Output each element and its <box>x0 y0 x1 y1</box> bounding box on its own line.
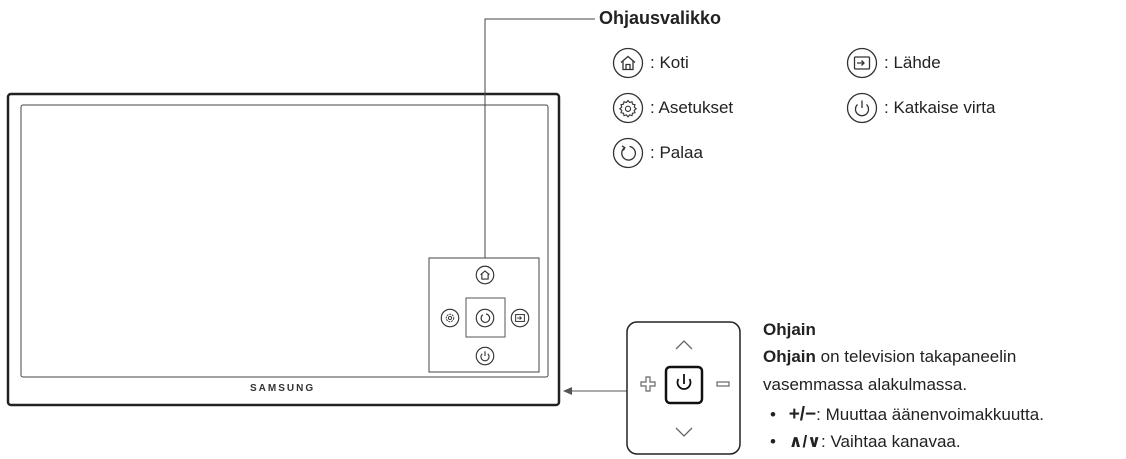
panel-source-icon <box>510 308 530 328</box>
menu-item-home-label: : Koti <box>650 53 689 72</box>
channel-text: : Vaihtaa kanavaa. <box>821 432 961 451</box>
bullet-volume: • +/−: Muuttaa äänenvoimakkuutta. <box>770 404 1044 426</box>
control-panel-center-box <box>465 297 506 338</box>
controller-arrow-head <box>563 387 572 395</box>
menu-item-power-label: : Katkaise virta <box>884 98 996 117</box>
home-icon <box>612 47 644 79</box>
controller-description-line1: Ohjain on television takapaneelin <box>763 347 1016 367</box>
controller-description-line2: vasemmassa alakulmassa. <box>763 375 968 394</box>
joystick-center-button <box>664 365 704 405</box>
menu-item-return-label: : Palaa <box>650 143 703 162</box>
controller-heading: Ohjain <box>763 320 816 339</box>
channel-symbols: ∧/∨ <box>788 432 822 451</box>
panel-power-icon <box>475 346 495 366</box>
bullet-dot: • <box>770 405 776 424</box>
source-icon <box>846 47 878 79</box>
tv-screen <box>20 104 549 378</box>
menu-leader-line <box>484 18 595 258</box>
tv-brand-logo: SAMSUNG <box>250 383 316 394</box>
panel-settings-icon <box>440 308 460 328</box>
joystick-up-chevron <box>675 340 693 350</box>
joystick-down-chevron <box>675 427 693 437</box>
controller-description-bold: Ohjain <box>763 347 816 366</box>
return-icon <box>612 137 644 169</box>
panel-home-icon <box>475 265 495 285</box>
settings-icon <box>612 92 644 124</box>
volume-symbols: +/− <box>788 404 817 425</box>
menu-title: Ohjausvalikko <box>599 8 722 28</box>
menu-item-settings-label: : Asetukset <box>650 98 734 117</box>
power-icon <box>846 92 878 124</box>
joystick-minus-symbol <box>716 381 730 387</box>
bullet-dot: • <box>770 432 776 451</box>
joystick-plus-symbol <box>640 376 656 392</box>
bullet-channel: • ∧/∨: Vaihtaa kanavaa. <box>770 432 961 452</box>
panel-return-icon <box>475 308 495 328</box>
controller-description-rest: on television takapaneelin <box>815 347 1017 366</box>
menu-item-source-label: : Lähde <box>884 53 941 72</box>
volume-text: : Muuttaa äänenvoimakkuutta. <box>816 405 1044 424</box>
